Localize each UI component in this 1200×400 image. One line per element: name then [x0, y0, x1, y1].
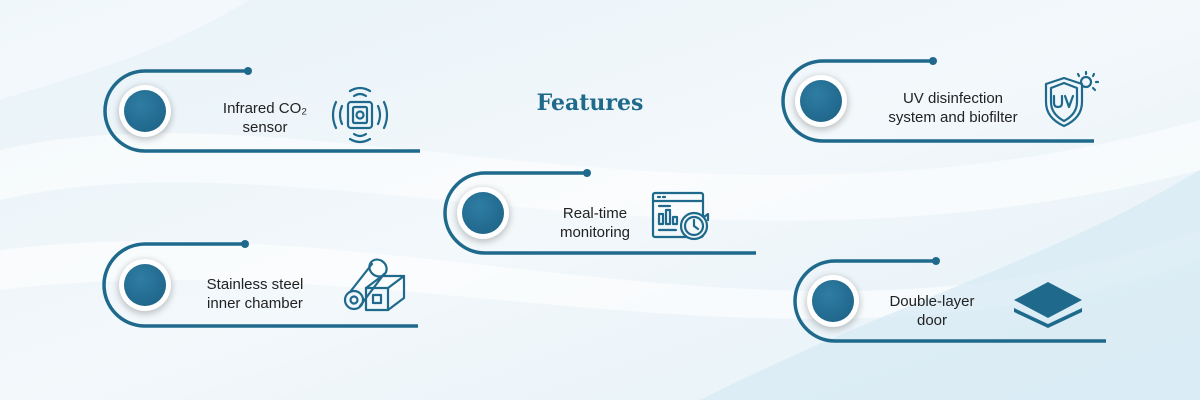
- feature-double-layer-door: Double-layer door: [790, 256, 1120, 348]
- steel-pipes-icon: [343, 258, 406, 312]
- feature-dot: [462, 192, 504, 234]
- feature-frame: [793, 257, 1106, 343]
- feature-label-line2: sensor: [242, 119, 288, 136]
- feature-label-line1: Double-layer: [889, 293, 975, 310]
- layers-icon: [1014, 282, 1082, 328]
- feature-label-line2: door: [916, 312, 948, 329]
- feature-dot: [812, 280, 854, 322]
- feature-label-line2: inner chamber: [207, 295, 303, 312]
- feature-label-line1: UV disinfection: [902, 90, 1004, 107]
- feature-label: Infrared CO₂ sensor: [190, 99, 340, 137]
- page-title: Features: [536, 90, 644, 116]
- feature-label-line1: Stainless steel: [206, 276, 304, 293]
- feature-frame: [103, 67, 420, 153]
- feature-real-time-monitoring: Real-time monitoring: [440, 168, 770, 260]
- feature-label-line2: monitoring: [559, 224, 631, 241]
- co2-sensor-icon: [331, 86, 389, 144]
- feature-label: UV disinfection system and biofilter: [863, 89, 1043, 127]
- feature-frame: [102, 240, 418, 328]
- feature-label-line2: system and biofilter: [888, 109, 1018, 126]
- feature-infrared-co2-sensor: Infrared CO₂ sensor: [100, 66, 430, 158]
- feature-dot: [124, 264, 166, 306]
- feature-dot: [800, 80, 842, 122]
- feature-label: Stainless steel inner chamber: [185, 275, 325, 313]
- feature-uv-disinfection: UV disinfection system and biofilter: [778, 56, 1108, 148]
- feature-dot: [124, 90, 166, 132]
- feature-label: Double-layer door: [872, 292, 992, 330]
- uv-shield-icon: [1044, 70, 1100, 128]
- feature-frame: [781, 57, 1094, 143]
- feature-label-line1: Real-time: [562, 205, 628, 222]
- feature-label: Real-time monitoring: [525, 204, 665, 242]
- monitoring-dashboard-icon: [651, 191, 710, 241]
- feature-label-line1: Infrared CO₂: [222, 100, 308, 117]
- feature-stainless-steel-chamber: Stainless steel inner chamber: [100, 240, 430, 332]
- feature-frame: [443, 169, 756, 255]
